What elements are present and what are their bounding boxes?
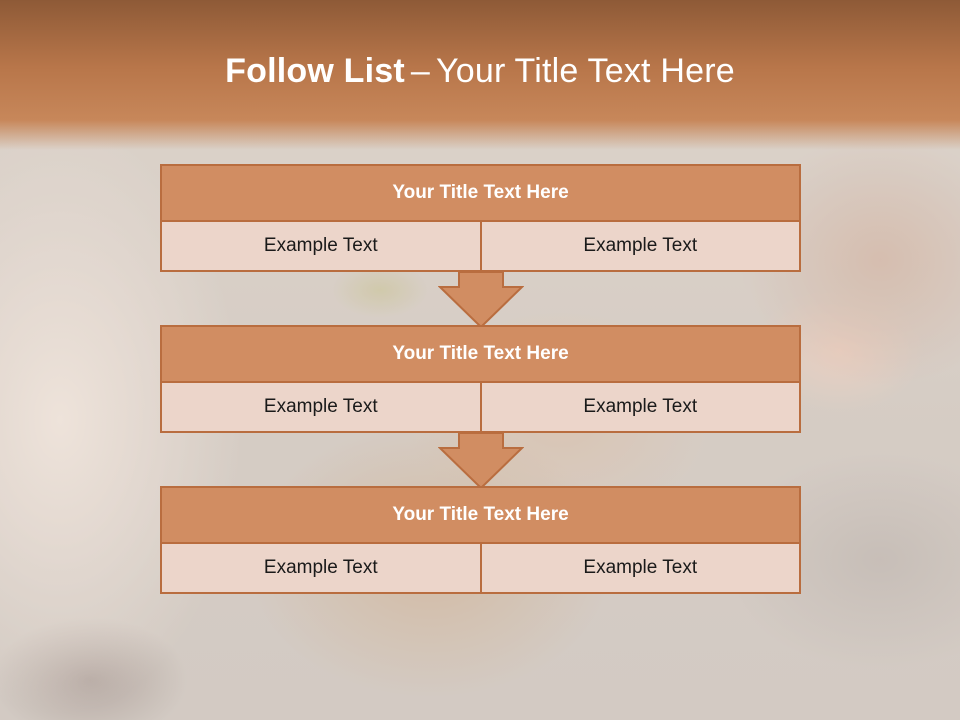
block-title: Your Title Text Here bbox=[160, 325, 801, 383]
down-arrow-icon bbox=[438, 432, 524, 490]
header-band bbox=[0, 0, 960, 150]
title-bold-part: Follow List bbox=[225, 52, 405, 90]
block-row: Example Text Example Text bbox=[160, 222, 801, 272]
block-cell-left: Example Text bbox=[162, 544, 480, 592]
block-cell-right: Example Text bbox=[479, 383, 799, 431]
title-dash: – bbox=[410, 52, 431, 90]
block-row: Example Text Example Text bbox=[160, 383, 801, 433]
block-cell-left: Example Text bbox=[162, 383, 480, 431]
slide-title: Follow List–Your Title Text Here bbox=[0, 52, 960, 91]
list-block-2: Your Title Text Here Example Text Exampl… bbox=[160, 325, 801, 433]
block-cell-left: Example Text bbox=[162, 222, 480, 270]
list-block-3: Your Title Text Here Example Text Exampl… bbox=[160, 486, 801, 594]
block-title: Your Title Text Here bbox=[160, 164, 801, 222]
block-title: Your Title Text Here bbox=[160, 486, 801, 544]
title-rest-part: Your Title Text Here bbox=[436, 52, 735, 90]
list-block-1: Your Title Text Here Example Text Exampl… bbox=[160, 164, 801, 272]
down-arrow-icon bbox=[438, 271, 524, 329]
block-row: Example Text Example Text bbox=[160, 544, 801, 594]
block-cell-right: Example Text bbox=[479, 544, 799, 592]
block-cell-right: Example Text bbox=[479, 222, 799, 270]
